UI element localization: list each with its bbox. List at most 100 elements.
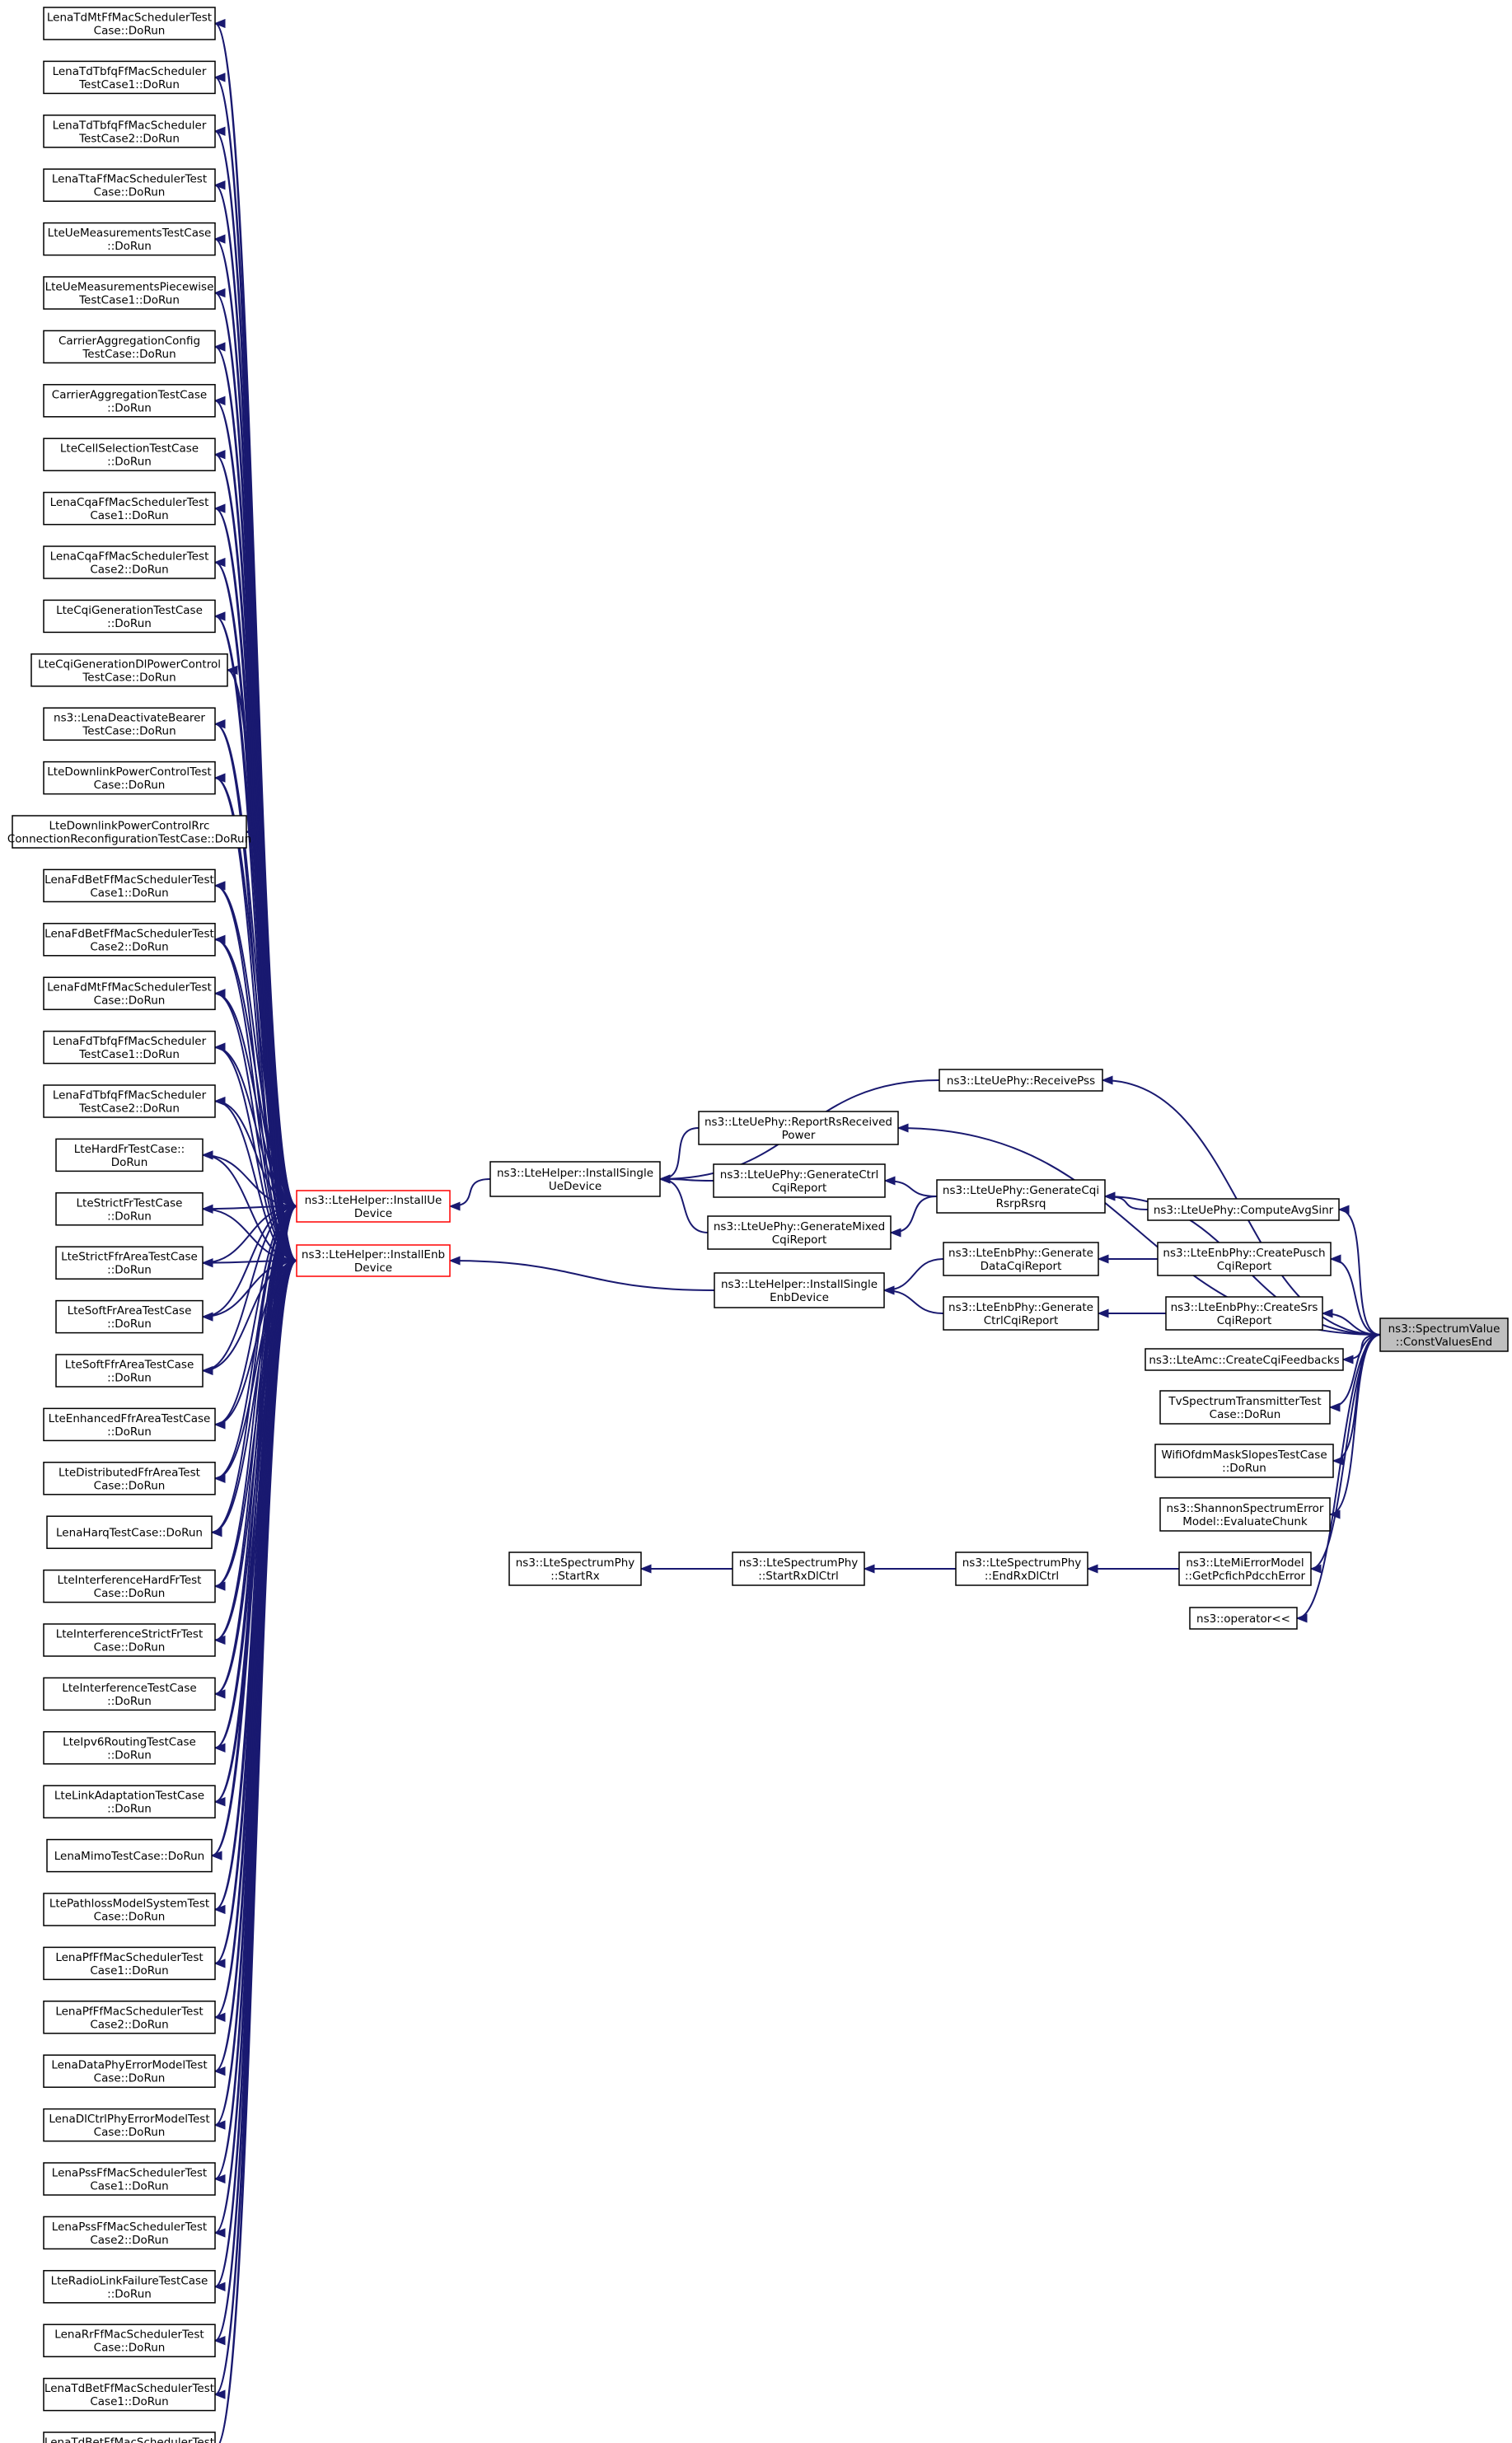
node-box <box>43 2270 216 2304</box>
node-label: Case2::DoRun <box>90 940 168 953</box>
node-label: LenaMimoTestCase::DoRun <box>54 1850 205 1863</box>
graph-node[interactable]: LteEnhancedFfrAreaTestCase::DoRun <box>43 1407 216 1442</box>
node-label: Case1::DoRun <box>90 1964 168 1977</box>
call-edge <box>213 1260 297 1430</box>
graph-node[interactable]: WifiOfdmMaskSlopesTestCase::DoRun <box>1154 1444 1334 1478</box>
graph-node[interactable]: LteUeMeasurementsTestCase::DoRun <box>43 222 216 256</box>
graph-node[interactable]: ns3::LteSpectrumPhy::StartRx <box>508 1551 642 1586</box>
call-edge <box>245 827 297 1261</box>
call-edge <box>882 1285 944 1314</box>
node-box <box>43 545 216 579</box>
graph-node[interactable]: ns3::LteAmc::CreateCqiFeedbacks <box>1145 1348 1344 1371</box>
graph-node[interactable]: LteRadioLinkFailureTestCase::DoRun <box>43 2270 216 2304</box>
node-box <box>55 1246 204 1280</box>
node-label: DoRun <box>111 1156 148 1169</box>
graph-node[interactable]: LteDownlinkPowerControlRrcConnectionReco… <box>7 815 251 849</box>
graph-node[interactable]: LteLinkAdaptationTestCase::DoRun <box>43 1785 216 1818</box>
graph-node[interactable]: LenaHarqTestCase::DoRun <box>46 1515 213 1549</box>
call-edge <box>213 1260 297 2238</box>
node-label: LteRadioLinkFailureTestCase <box>51 2274 208 2287</box>
graph-node[interactable]: ns3::LteMiErrorModel::GetPcfichPdcchErro… <box>1178 1551 1312 1586</box>
node-label: LteDistributedFfrAreaTest <box>59 1466 200 1479</box>
graph-node[interactable]: LteCqiGenerationTestCase::DoRun <box>43 599 216 634</box>
call-edge <box>213 1042 297 1261</box>
node-box <box>43 1407 216 1442</box>
node-box <box>43 1569 216 1603</box>
node-label: ::DoRun <box>107 1425 152 1439</box>
graph-node[interactable]: ns3::operator<< <box>1189 1607 1298 1630</box>
graph-node[interactable]: LteIpv6RoutingTestCase::DoRun <box>43 1731 216 1765</box>
graph-node[interactable]: CarrierAggregationTestCase::DoRun <box>43 384 216 418</box>
graph-node[interactable]: LteCqiGenerationDlPowerControlTestCase::… <box>30 653 228 687</box>
node-box <box>936 1179 1106 1214</box>
graph-node[interactable]: LteUeMeasurementsPiecewiseTestCase1::DoR… <box>43 276 216 310</box>
node-label: LteIpv6RoutingTestCase <box>63 1735 196 1748</box>
node-box <box>1147 1198 1340 1221</box>
node-box <box>43 1623 216 1657</box>
node-box <box>43 1084 216 1118</box>
node-box <box>55 1192 204 1226</box>
graph-node[interactable]: ns3::LteUePhy::ComputeAvgSinr <box>1147 1198 1340 1221</box>
graph-node[interactable]: LteHardFrTestCase::DoRun <box>55 1138 204 1172</box>
graph-node[interactable]: LteStrictFfrAreaTestCase::DoRun <box>55 1246 204 1280</box>
call-edge <box>201 1258 297 1268</box>
node-label: ::DoRun <box>107 1803 152 1816</box>
graph-node[interactable]: LenaMimoTestCase::DoRun <box>46 1838 213 1873</box>
graph-node[interactable]: LteCellSelectionTestCase::DoRun <box>43 438 216 471</box>
call-edge <box>201 1150 297 1261</box>
graph-node[interactable]: ns3::LteSpectrumPhy::StartRxDlCtrl <box>732 1551 865 1586</box>
graph-node[interactable]: LteSoftFfrAreaTestCase::DoRun <box>55 1354 204 1388</box>
graph-node[interactable]: LteSoftFrAreaTestCase::DoRun <box>55 1299 204 1334</box>
graph-node[interactable]: LenaTdBetFfMacSchedulerTestCase2::DoRun <box>43 2431 216 2443</box>
graph-node[interactable]: ns3::LteUePhy::ReceivePss <box>939 1069 1103 1092</box>
graph-node[interactable]: LteStrictFrTestCase::DoRun <box>55 1192 204 1226</box>
graph-node[interactable]: ns3::LteSpectrumPhy::EndRxDlCtrl <box>955 1551 1088 1586</box>
graph-node[interactable]: LteInterferenceTestCase::DoRun <box>43 1677 216 1711</box>
node-label: EnbDevice <box>770 1291 829 1304</box>
node-box <box>43 384 216 418</box>
node-label: ns3::LteSpectrumPhy <box>516 1556 635 1570</box>
graph-node[interactable]: ns3::ShannonSpectrumErrorModel::Evaluate… <box>1159 1497 1331 1532</box>
node-box <box>43 438 216 471</box>
graph-node[interactable]: ns3::SpectrumValue::ConstValuesEnd <box>1379 1317 1509 1352</box>
